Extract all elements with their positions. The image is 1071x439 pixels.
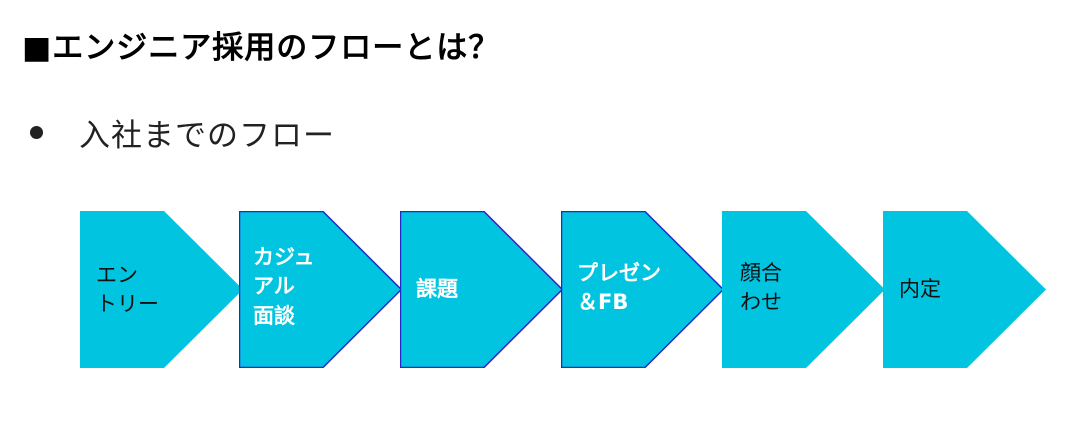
flow-step-line: 面談 <box>253 303 295 328</box>
flow-step-line: わせ <box>740 290 782 315</box>
flow-step-label: 内定 <box>899 275 941 304</box>
flow-step-meeting: 顔合 わせ <box>722 211 885 368</box>
flow-step-line: エン <box>96 263 138 287</box>
flow-step-label: エン トリー <box>96 261 159 320</box>
flow-step-line: アル <box>253 274 295 299</box>
flow-step-label: 課題 <box>416 275 458 304</box>
flow-step-label: プレゼン ＆FB <box>577 259 661 318</box>
flow-step-line: ＆FB <box>577 290 629 315</box>
pentagon-arrow-shape <box>883 211 1046 368</box>
flow-step-label: 顔合 わせ <box>740 259 782 318</box>
flow-step-offer: 内定 <box>883 211 1046 368</box>
pentagon-arrow-shape <box>722 211 885 368</box>
flow-step-assignment: 課題 <box>400 211 563 368</box>
flow-step-line: 顔合 <box>740 261 782 285</box>
bullet-dot-icon <box>30 125 43 139</box>
flow-step-line: 課題 <box>416 277 458 301</box>
flow-step-line: 内定 <box>899 277 941 301</box>
bullet-text: 入社までのフロー <box>79 117 335 154</box>
pentagon-arrow-shape <box>561 211 724 368</box>
flow-step-presentation-feedback: プレゼン ＆FB <box>561 211 724 368</box>
bullet-item: 入社までのフロー <box>30 112 335 154</box>
pentagon-arrow-shape <box>80 211 243 368</box>
flow-step-label: カジュ アル 面談 <box>253 243 315 331</box>
flow-step-entry: エン トリー <box>80 211 243 368</box>
flow-step-line: カジュ <box>253 245 315 269</box>
pentagon-arrow-shape <box>239 211 402 368</box>
flow-step-casual-interview: カジュ アル 面談 <box>239 211 402 368</box>
pentagon-arrow-shape <box>400 211 563 368</box>
flow-step-line: プレゼン <box>577 261 661 285</box>
page-title: ■エンジニア採用のフローとは？ <box>22 30 501 66</box>
flow-step-line: トリー <box>96 292 159 317</box>
